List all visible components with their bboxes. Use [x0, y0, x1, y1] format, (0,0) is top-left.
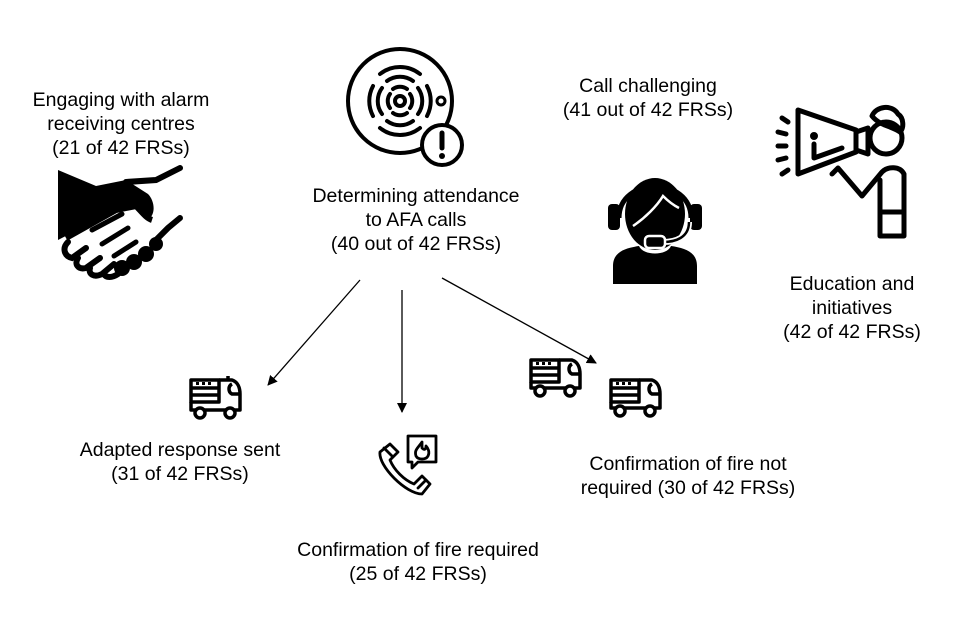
label-line: Determining attendance [312, 185, 520, 207]
label-line: required (30 of 42 FRSs) [580, 477, 796, 499]
fire-engine-icon [188, 372, 244, 422]
node-confirmation-required-label: Confirmation of fire required (25 of 42 … [297, 538, 539, 586]
arrow-to-adapted-response [267, 279, 361, 386]
person-megaphone-icon [775, 100, 921, 240]
smoke-detector-alert-icon [340, 44, 470, 169]
label-line: to AFA calls [365, 209, 467, 231]
handshake-icon [56, 165, 184, 280]
label-line: (25 of 42 FRSs) [349, 563, 487, 585]
call-operator-headset-icon [605, 156, 705, 286]
label-line: Engaging with alarm [32, 89, 210, 111]
two-fire-engines-icon [528, 354, 664, 418]
label-line: (41 out of 42 FRSs) [562, 99, 734, 121]
label-line: (40 out of 42 FRSs) [330, 233, 502, 255]
arrow-to-confirmation-not-required [441, 277, 597, 364]
label-line: Adapted response sent [79, 439, 281, 461]
node-call-challenging-label: Call challenging (41 out of 42 FRSs) [563, 74, 733, 122]
phone-fire-message-icon [370, 432, 446, 504]
node-education-label: Education and initiatives (42 of 42 FRSs… [783, 272, 921, 344]
node-confirmation-not-required-label: Confirmation of fire not required (30 of… [581, 452, 796, 500]
node-adapted-response-label: Adapted response sent (31 of 42 FRSs) [80, 438, 281, 486]
node-determining-attendance-label: Determining attendance to AFA calls (40 … [312, 184, 519, 256]
fire-engine-icon [609, 378, 662, 418]
label-line: receiving centres [47, 113, 195, 135]
fire-engine-icon [529, 358, 582, 398]
label-line: Confirmation of fire required [297, 539, 539, 561]
label-line: Education and [789, 273, 915, 295]
label-line: (42 of 42 FRSs) [783, 321, 921, 343]
node-alarm-receiving-label: Engaging with alarm receiving centres (2… [33, 88, 210, 160]
label-line: (21 of 42 FRSs) [52, 137, 190, 159]
label-line: initiatives [811, 297, 893, 319]
label-line: (31 of 42 FRSs) [111, 463, 249, 485]
label-line: Confirmation of fire not [589, 453, 787, 475]
label-line: Call challenging [579, 75, 717, 97]
